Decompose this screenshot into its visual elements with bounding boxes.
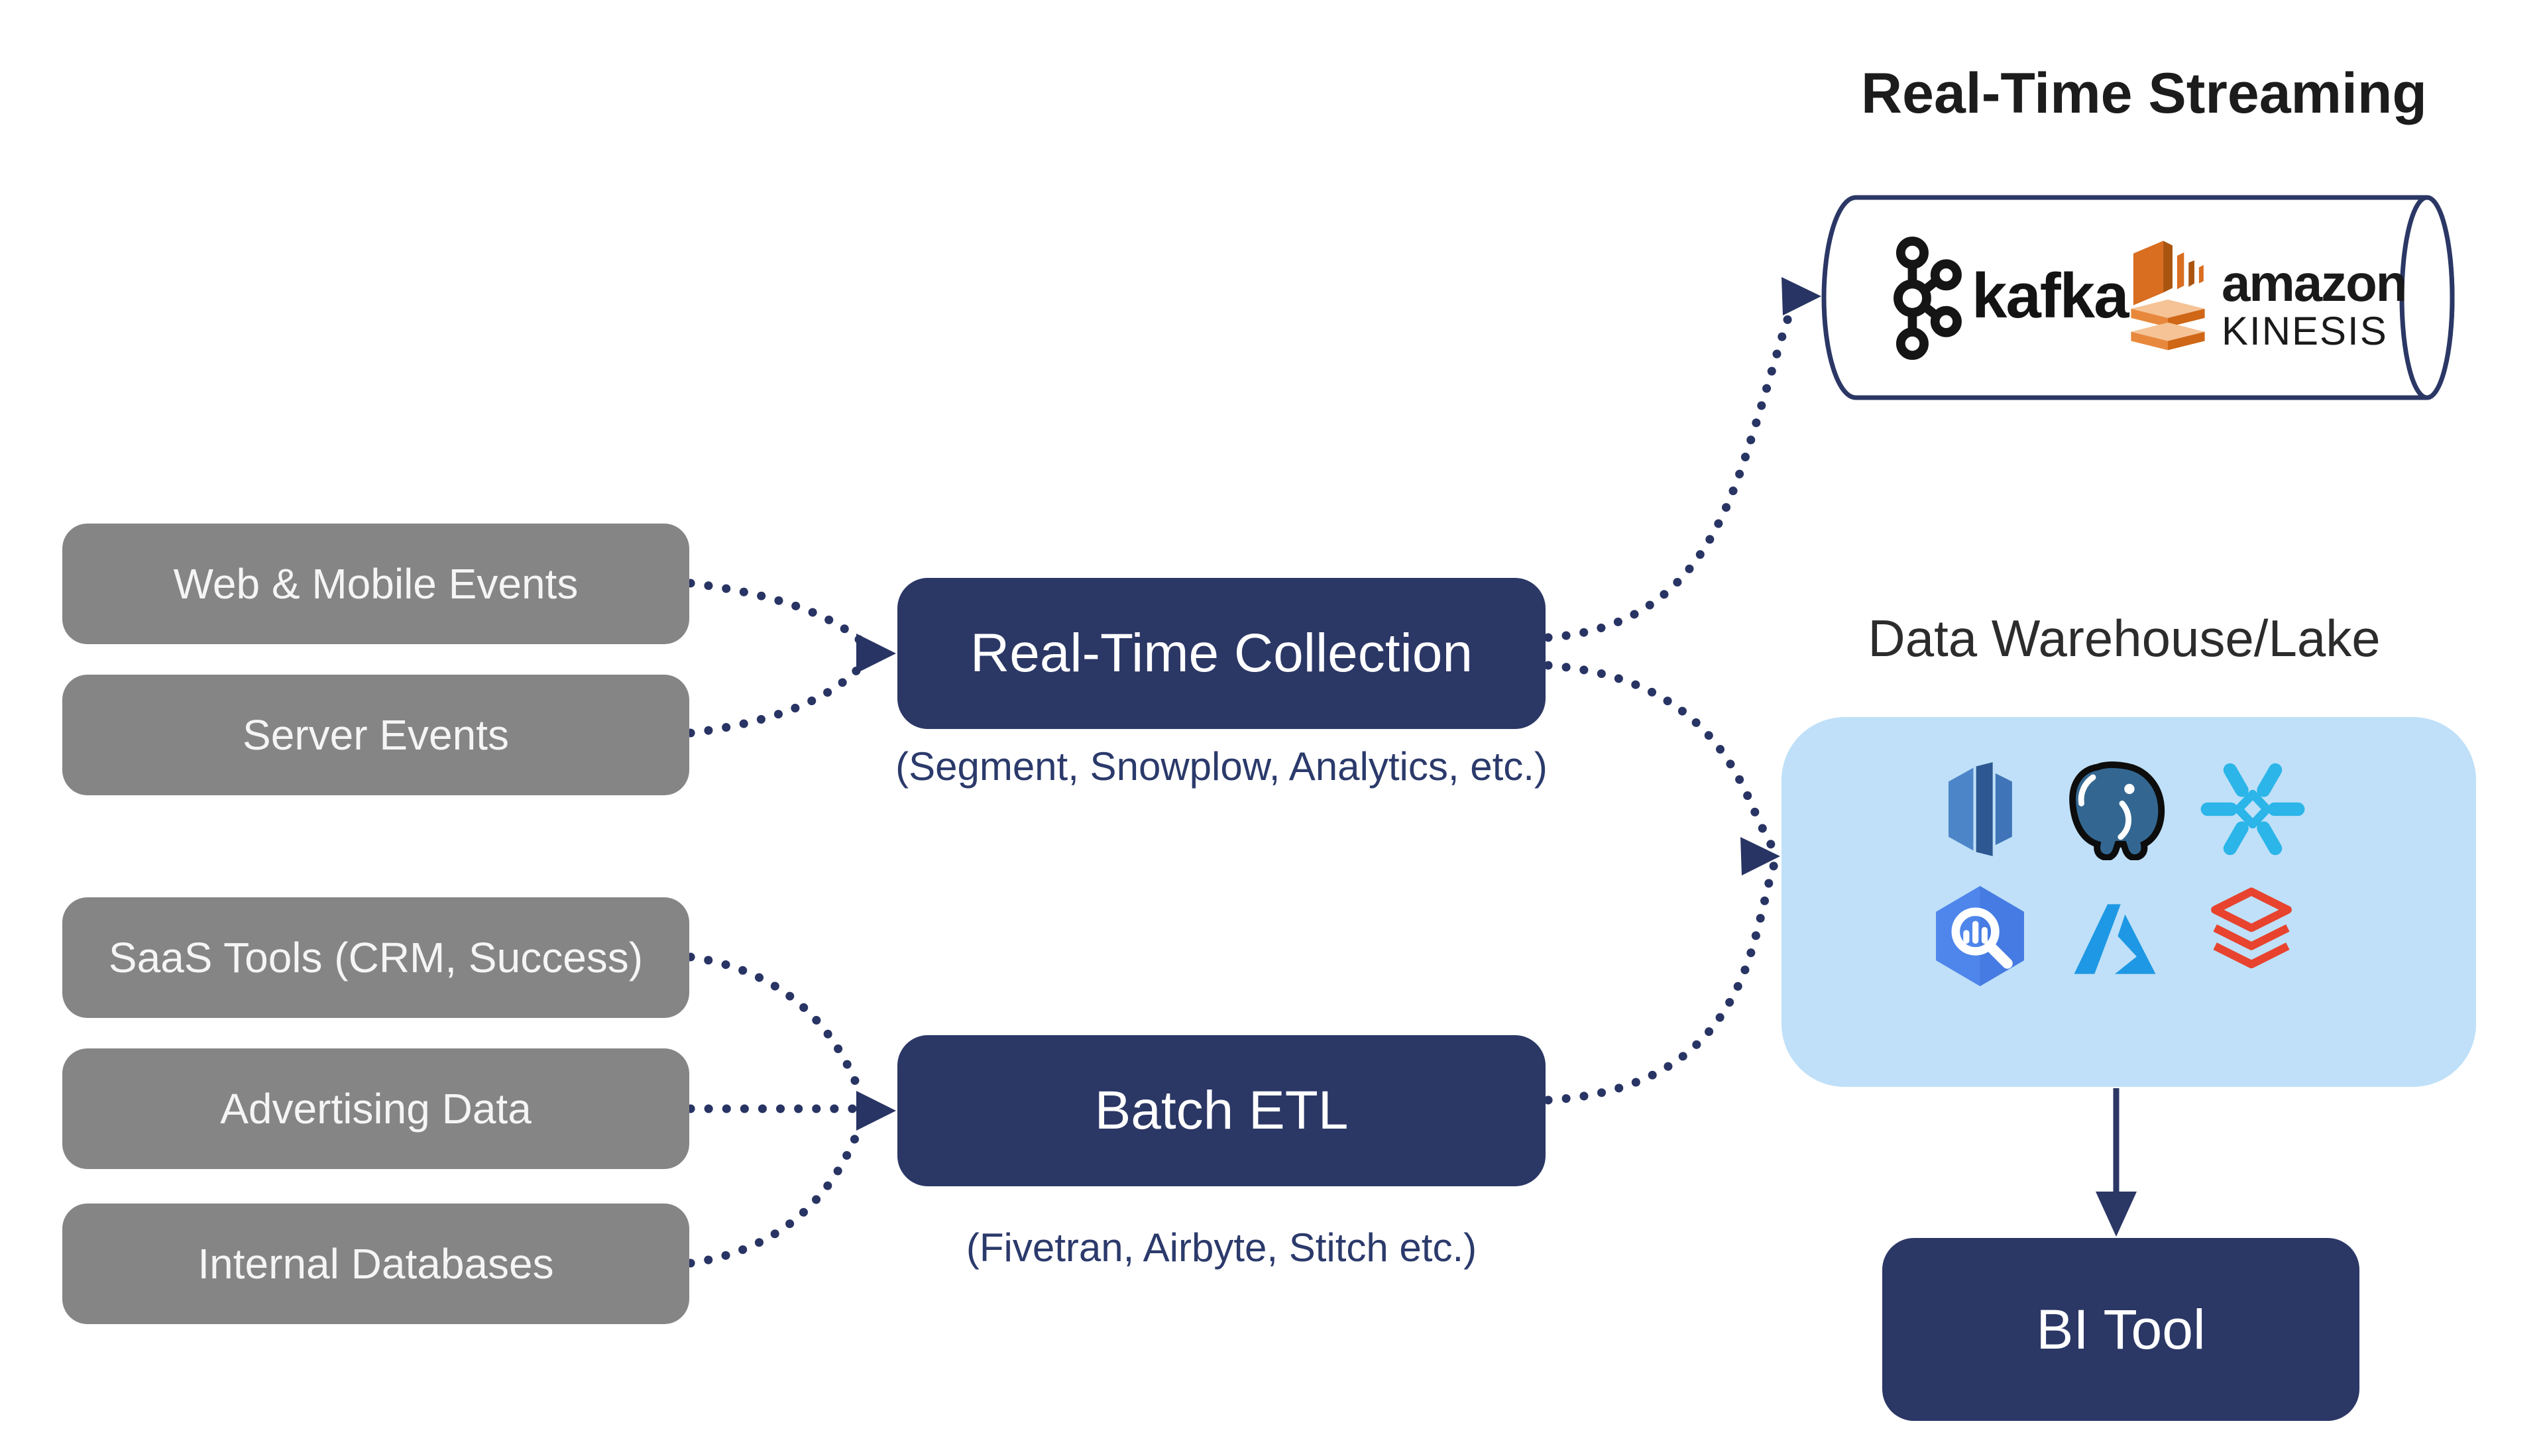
source-box-saas-tools: SaaS Tools (CRM, Success)	[62, 897, 689, 1018]
databricks-icon	[2211, 887, 2292, 969]
source-label: Web & Mobile Events	[173, 560, 579, 608]
google-bigquery-icon	[1936, 885, 2024, 987]
source-label: SaaS Tools (CRM, Success)	[108, 934, 644, 981]
source-box-web-mobile-events: Web & Mobile Events	[62, 524, 689, 644]
microsoft-azure-icon	[2074, 904, 2156, 974]
source-box-advertising-data: Advertising Data	[62, 1048, 689, 1169]
edge-realtime-to-streaming	[1544, 299, 1798, 642]
amazon-label: amazon	[2222, 254, 2407, 312]
bi-tool-box: BI Tool	[1882, 1238, 2359, 1421]
amazon-kinesis-wordmark: amazon KINESIS	[2222, 254, 2407, 353]
amazon-redshift-icon	[1949, 762, 2012, 856]
amazon-kinesis-icon	[2131, 241, 2205, 351]
edge-saas-to-batch	[686, 952, 865, 1098]
source-label: Server Events	[243, 711, 509, 759]
source-label: Advertising Data	[220, 1085, 532, 1133]
realtime-collection-label: Real-Time Collection	[970, 623, 1473, 683]
arrowhead-into-bi-tool	[2096, 1192, 2137, 1237]
arrowhead-into-batch-etl	[856, 1091, 896, 1131]
batch-etl-box: Batch ETL	[897, 1035, 1546, 1186]
source-label: Internal Databases	[198, 1240, 554, 1288]
realtime-collection-box: Real-Time Collection	[897, 578, 1546, 729]
edge-web-events-to-realtime	[686, 579, 868, 647]
data-warehouse-title: Data Warehouse/Lake	[1868, 609, 2381, 667]
kafka-wordmark: kafka	[1972, 260, 2129, 331]
realtime-streaming-title: Real-Time Streaming	[1861, 62, 2427, 125]
arrowhead-into-realtime-collection	[856, 634, 896, 673]
realtime-collection-caption: (Segment, Snowplow, Analytics, etc.)	[895, 744, 1548, 789]
source-box-internal-databases: Internal Databases	[62, 1204, 689, 1324]
kafka-icon	[1894, 236, 1962, 361]
bi-tool-label: BI Tool	[2036, 1298, 2206, 1361]
snowflake-icon	[2200, 763, 2305, 856]
batch-etl-caption: (Fivetran, Airbyte, Stitch etc.)	[966, 1225, 1477, 1270]
edge-batch-to-warehouse	[1544, 858, 1780, 1105]
source-box-server-events: Server Events	[62, 675, 689, 795]
postgresql-icon	[2069, 761, 2165, 860]
arrowhead-into-warehouse	[1740, 837, 1780, 875]
kinesis-label: KINESIS	[2222, 309, 2388, 353]
edge-server-events-to-realtime	[686, 659, 868, 738]
batch-etl-label: Batch ETL	[1094, 1080, 1349, 1141]
